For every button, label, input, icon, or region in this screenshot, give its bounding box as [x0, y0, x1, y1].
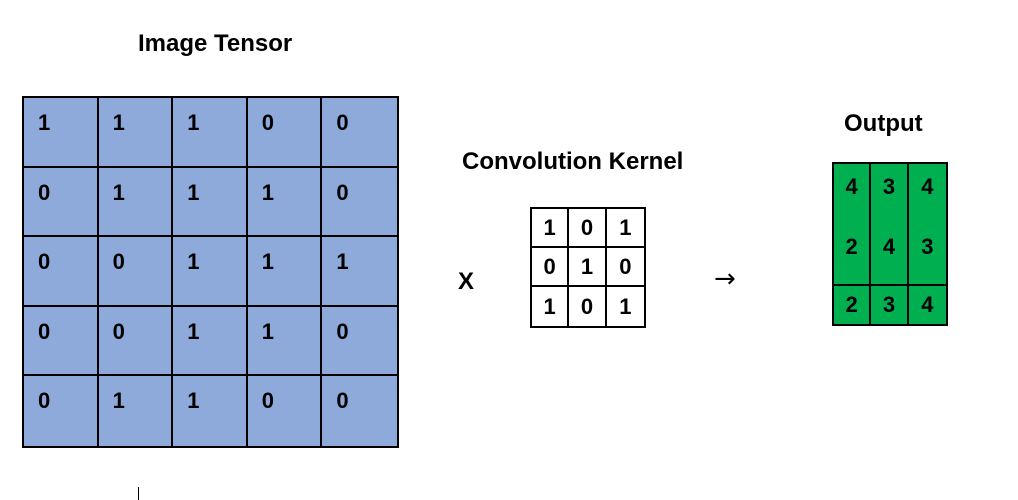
- output-cell: 3: [921, 234, 934, 259]
- kernel-title: Convolution Kernel: [462, 148, 684, 175]
- image-cell: 1: [173, 376, 248, 446]
- image-cell: 1: [322, 237, 397, 307]
- output-cell: 4: [871, 224, 909, 284]
- image-cell: 0: [24, 167, 99, 238]
- image-cell: 1: [98, 167, 174, 238]
- output-cell: 4: [921, 174, 934, 199]
- image-cell: 1: [98, 98, 174, 168]
- kernel-cell: 0: [606, 248, 644, 287]
- kernel-cell: 1: [569, 248, 607, 287]
- kernel-cell: 0: [532, 248, 570, 287]
- output-cell: 3: [871, 164, 909, 224]
- kernel-cell: 1: [532, 209, 570, 248]
- image-cell: 1: [173, 167, 248, 238]
- image-cell: 1: [247, 167, 323, 238]
- output-title: Output: [844, 110, 923, 137]
- kernel-grid: 1 0 1 0 1 0 1 0 1: [530, 207, 646, 328]
- output-cell: 2: [834, 284, 872, 324]
- image-cell: 1: [247, 237, 323, 307]
- image-cell: 0: [248, 376, 323, 446]
- image-cell: 0: [24, 237, 99, 307]
- image-cell: 0: [322, 307, 397, 377]
- image-cell: 0: [322, 168, 397, 238]
- image-cell: 1: [173, 306, 248, 377]
- image-cell: 1: [173, 237, 248, 307]
- text-cursor-mark: [138, 487, 139, 500]
- image-cell: 0: [336, 388, 349, 414]
- output-grid: 4 3 4 2 4 3 2 3 4: [832, 162, 948, 326]
- kernel-cell: 0: [569, 209, 607, 248]
- image-cell: 1: [247, 306, 323, 377]
- output-cell: 2: [834, 224, 872, 284]
- image-cell: 0: [24, 306, 99, 377]
- image-cell: 1: [99, 376, 174, 446]
- kernel-cell: 1: [532, 287, 570, 326]
- image-tensor-grid: 1 1 1 0 0 0 1 1 1 0 0 0 1 1 1 0 0 1 1 0 …: [22, 96, 399, 448]
- image-cell: 1: [173, 98, 248, 168]
- kernel-cell: 0: [569, 287, 607, 326]
- image-cell: 0: [98, 306, 174, 377]
- image-cell: 0: [322, 98, 397, 168]
- image-cell: 0: [98, 237, 174, 307]
- multiply-symbol: X: [458, 268, 475, 295]
- image-tensor-title: Image Tensor: [138, 30, 293, 57]
- kernel-cell: 1: [619, 293, 632, 319]
- output-cell: 4: [908, 284, 946, 324]
- output-cell: 4: [834, 164, 872, 224]
- kernel-cell: 1: [606, 209, 644, 248]
- image-cell: 0: [24, 376, 99, 446]
- output-cell: 3: [871, 284, 909, 324]
- right-arrow-icon: →: [714, 264, 736, 294]
- image-cell: 0: [247, 98, 323, 168]
- image-cell: 1: [24, 98, 99, 168]
